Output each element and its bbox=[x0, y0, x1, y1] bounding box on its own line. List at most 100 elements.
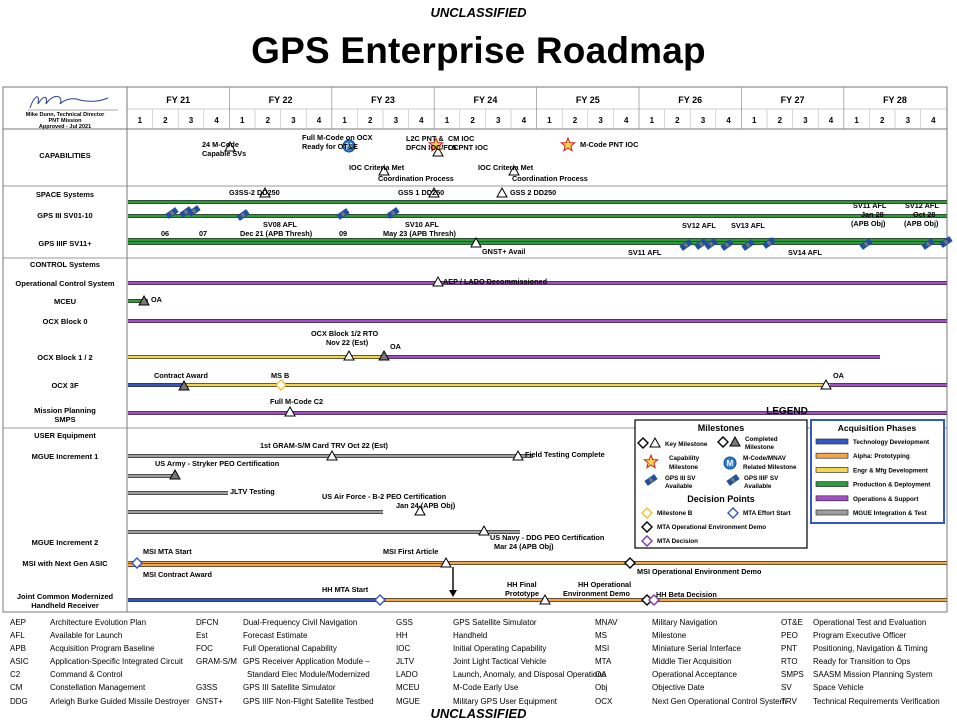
milestone-triangle bbox=[343, 349, 355, 361]
glossary-definition: Military GPS User Equipment bbox=[453, 696, 558, 706]
fy-label: FY 28 bbox=[883, 95, 907, 105]
quarter-label: 2 bbox=[470, 116, 475, 125]
row-label: CAPABILITIES bbox=[39, 151, 91, 160]
annotation-text: 07 bbox=[199, 229, 207, 238]
annotation-text: Jan 28 bbox=[861, 210, 884, 219]
quarter-label: 3 bbox=[906, 116, 911, 125]
glossary-definition: Space Vehicle bbox=[813, 683, 864, 693]
annotation-text: (APB Obj) bbox=[851, 219, 886, 228]
legend-item: Milestone bbox=[669, 464, 699, 471]
row-label: GPS III SV01-10 bbox=[37, 211, 92, 220]
glossary-definition: Milestone bbox=[652, 631, 687, 641]
milestone-triangle bbox=[326, 449, 338, 461]
quarter-label: 2 bbox=[266, 116, 271, 125]
quarter-label: 2 bbox=[368, 116, 373, 125]
legend-decisions-title: Decision Points bbox=[687, 494, 755, 504]
capability-star bbox=[559, 136, 577, 152]
quarter-label: 3 bbox=[701, 116, 706, 125]
glossary-definition: Dual-Frequency Civil Navigation bbox=[243, 618, 358, 627]
glossary-definition: Initial Operating Capability bbox=[453, 644, 547, 654]
row-label: MGUE Increment 1 bbox=[32, 452, 99, 461]
glossary-definition: Standard Elec Module/Modernized bbox=[247, 670, 370, 680]
glossary-definition: GPS Receiver Application Module – bbox=[243, 657, 370, 667]
legend-item: Related Milestone bbox=[743, 464, 797, 471]
annotation-text: HH MTA Start bbox=[322, 585, 369, 594]
glossary-definition: Technical Requirements Verification bbox=[813, 696, 940, 706]
glossary-abbr: Est bbox=[196, 631, 208, 641]
legend-item: M-Code/MNAV bbox=[743, 455, 787, 462]
quarter-label: 3 bbox=[803, 116, 808, 125]
annotation-text: SV12 AFL bbox=[682, 221, 716, 230]
glossary-abbr: FOC bbox=[196, 644, 213, 654]
satellite-body bbox=[943, 239, 949, 245]
satellite-body bbox=[724, 242, 730, 248]
decision-diamond bbox=[275, 379, 287, 391]
quarter-label: 3 bbox=[291, 116, 296, 125]
milestone-triangle bbox=[138, 294, 150, 306]
quarter-label: 1 bbox=[445, 116, 450, 125]
annotation-text: GSS 1 DD250 bbox=[398, 188, 444, 197]
annotation-text: Contract Award bbox=[154, 371, 208, 380]
milestone-triangle bbox=[512, 449, 524, 461]
glossary-abbr: RTO bbox=[781, 657, 798, 667]
annotation-text: May 23 (APB Thresh) bbox=[383, 229, 457, 238]
legend-item: Available bbox=[744, 483, 772, 490]
annotation-text: 09 bbox=[339, 229, 347, 238]
annotation-text: Coordination Process bbox=[378, 174, 454, 183]
fy-label: FY 27 bbox=[781, 95, 805, 105]
quarter-label: 3 bbox=[394, 116, 399, 125]
row-label: Handheld Receiver bbox=[31, 601, 99, 610]
satellite-body bbox=[863, 241, 869, 247]
satellite-body bbox=[708, 241, 714, 247]
satellite-body bbox=[191, 208, 197, 214]
glossary-definition: Arleigh Burke Guided Missile Destroyer bbox=[50, 696, 190, 706]
decision-diamond bbox=[624, 557, 636, 569]
satellite-body bbox=[648, 477, 654, 483]
annotation-text: OA bbox=[833, 371, 845, 380]
annotation-text: HH Operational bbox=[578, 580, 631, 589]
satellite-body bbox=[683, 242, 689, 248]
fy-label: FY 25 bbox=[576, 95, 600, 105]
annotation-text: Environment Demo bbox=[563, 589, 630, 598]
glossary-abbr: CM bbox=[10, 683, 23, 693]
glossary-abbr: GNST+ bbox=[196, 696, 223, 706]
classification-top: UNCLASSIFIED bbox=[430, 5, 527, 20]
glossary-definition: Miniature Serial Interface bbox=[652, 644, 741, 654]
glossary-definition: GPS III Satellite Simulator bbox=[243, 683, 336, 693]
m-code-icon bbox=[342, 139, 356, 153]
glossary-abbr: OA bbox=[595, 670, 607, 680]
annotation-text: Ready for OT&E bbox=[302, 142, 358, 151]
glossary-definition: Full Operational Capability bbox=[243, 644, 337, 654]
glossary-definition: GPS Satellite Simulator bbox=[453, 618, 537, 627]
m-code-icon bbox=[723, 456, 737, 470]
row-label: MSI with Next Gen ASIC bbox=[22, 559, 108, 568]
row-label: GPS IIIF SV11+ bbox=[38, 239, 92, 248]
annotation-text: SV12 AFL bbox=[905, 201, 939, 210]
satellite-body bbox=[240, 212, 246, 218]
glossary-abbr: PEO bbox=[781, 631, 798, 641]
legend-item: GPS III SV bbox=[665, 475, 696, 482]
legend-item: GPS IIIF SV bbox=[744, 475, 779, 482]
legend-decision-diamond bbox=[641, 535, 653, 547]
quarter-label: 1 bbox=[854, 116, 859, 125]
annotation-text: 06 bbox=[161, 229, 169, 238]
annotation-text: MS B bbox=[271, 371, 289, 380]
legend-phase-swatch bbox=[815, 467, 849, 473]
decision-diamond bbox=[374, 594, 386, 606]
milestone-triangle bbox=[820, 378, 832, 390]
annotation-text: L5 PNT IOC bbox=[448, 143, 489, 152]
glossary-abbr: MCEU bbox=[396, 683, 420, 693]
row-label: USER Equipment bbox=[34, 431, 96, 440]
quarter-label: 3 bbox=[496, 116, 501, 125]
